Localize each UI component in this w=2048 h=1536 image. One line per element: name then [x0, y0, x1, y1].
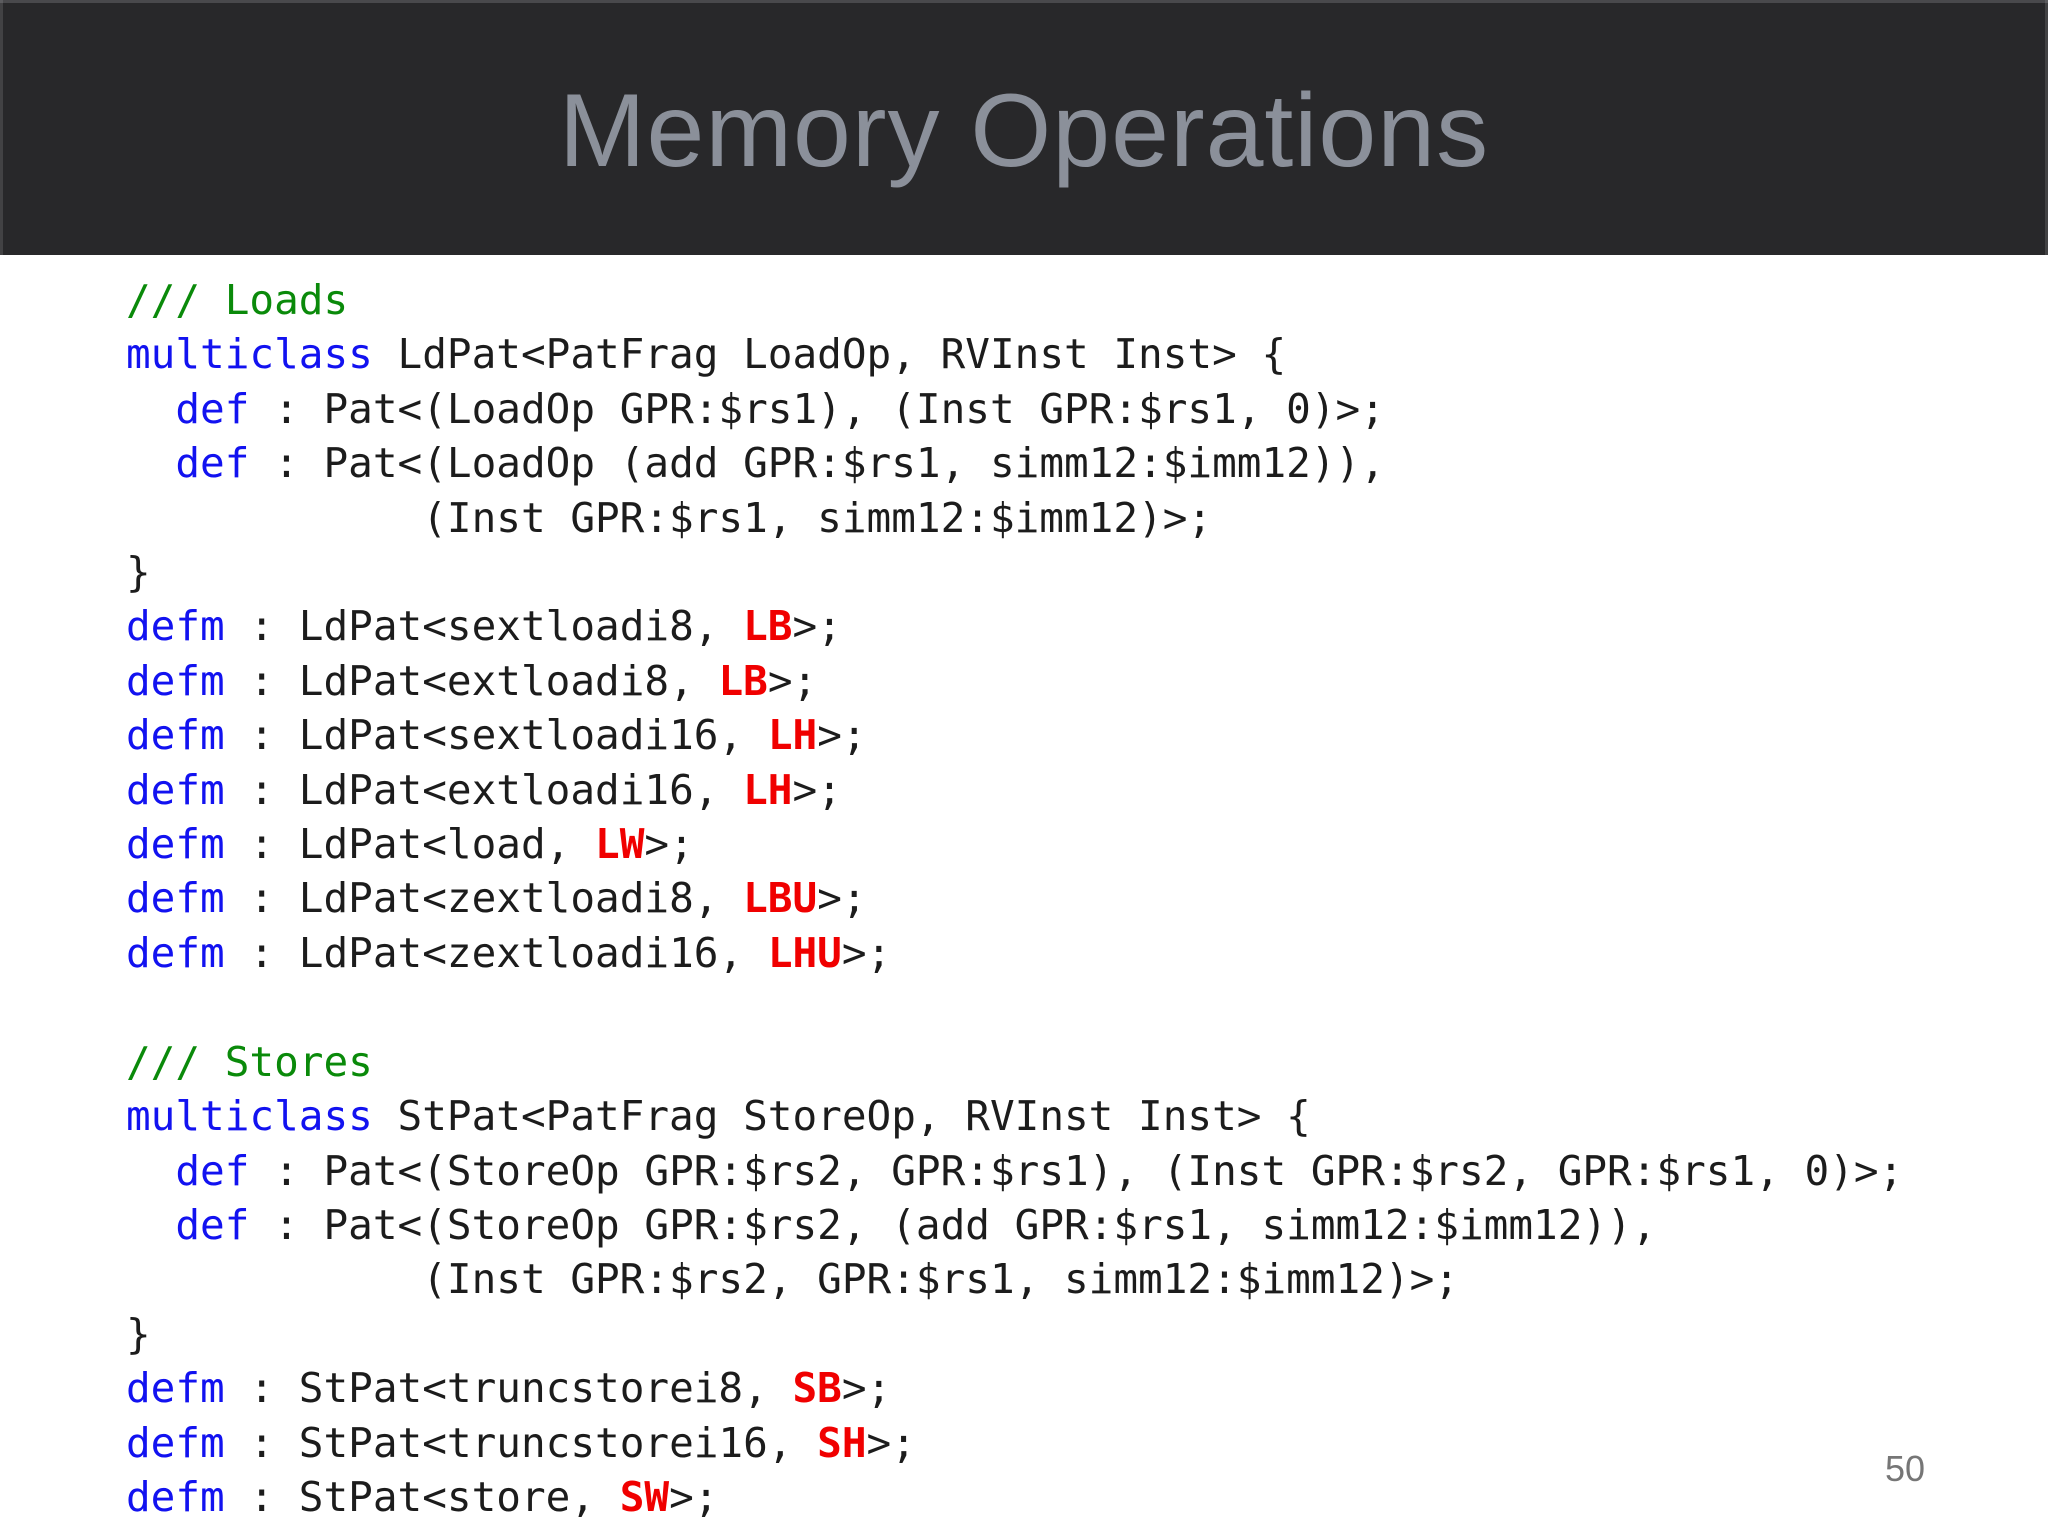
code-token-plain: StPat<PatFrag StoreOp, RVInst Inst> {	[372, 1092, 1311, 1141]
code-line: defm : StPat<store, SW>;	[126, 1470, 2048, 1524]
code-token-plain: : Pat<(StoreOp GPR:$rs2, (add GPR:$rs1, …	[249, 1200, 1657, 1249]
code-token-comment: /// Loads	[126, 276, 349, 324]
code-line: defm : LdPat<extloadi16, LH>;	[126, 763, 2048, 817]
code-line: defm : LdPat<sextloadi8, LB>;	[126, 599, 2048, 653]
code-line: multiclass LdPat<PatFrag LoadOp, RVInst …	[126, 327, 2048, 381]
code-line: defm : StPat<truncstorei8, SB>;	[126, 1361, 2048, 1415]
code-token-plain: >;	[644, 820, 694, 869]
code-token-keyword: defm	[126, 656, 225, 705]
code-token-keyword: defm	[126, 1472, 225, 1521]
slide-title: Memory Operations	[558, 72, 1490, 189]
code-token-plain: (Inst GPR:$rs1, simm12:$imm12)>;	[126, 493, 1213, 542]
code-token-plain: >;	[817, 874, 867, 923]
code-line: defm : LdPat<extloadi8, LB>;	[126, 654, 2048, 708]
code-token-plain: >;	[866, 1418, 916, 1467]
code-token-plain: : LdPat<load,	[224, 820, 596, 869]
code-token-plain: : LdPat<zextloadi16,	[224, 928, 768, 977]
code-token-instruction: SW	[619, 1472, 670, 1521]
code-token-plain: }	[126, 548, 151, 597]
code-token-instruction: SB	[792, 1364, 842, 1413]
code-token-keyword: def	[175, 439, 250, 488]
code-token-plain: >;	[817, 711, 867, 760]
code-line: }	[126, 1307, 2048, 1361]
code-line: def : Pat<(StoreOp GPR:$rs2, (add GPR:$r…	[126, 1198, 2048, 1252]
code-token-comment: /// Stores	[126, 1037, 373, 1086]
code-token-plain: }	[126, 1309, 151, 1358]
code-line: /// Stores	[126, 1035, 2048, 1089]
code-token-keyword: defm	[126, 928, 225, 977]
code-line: defm : LdPat<sextloadi16, LH>;	[126, 708, 2048, 762]
code-token-keyword: defm	[126, 1418, 225, 1467]
code-token-instruction: LHU	[767, 928, 842, 977]
code-line: }	[126, 545, 2048, 599]
code-token-plain: : Pat<(LoadOp GPR:$rs1), (Inst GPR:$rs1,…	[249, 384, 1385, 433]
code-line: defm : LdPat<zextloadi16, LHU>;	[126, 926, 2048, 980]
code-token-plain: : StPat<store,	[224, 1472, 620, 1521]
code-token-keyword: defm	[126, 820, 225, 869]
code-token-plain: LdPat<PatFrag LoadOp, RVInst Inst> {	[372, 330, 1287, 379]
code-token-plain: : StPat<truncstorei8,	[224, 1364, 793, 1413]
code-line: def : Pat<(LoadOp GPR:$rs1), (Inst GPR:$…	[126, 382, 2048, 436]
code-token-plain: : LdPat<sextloadi16,	[224, 711, 768, 760]
code-line: def : Pat<(LoadOp (add GPR:$rs1, simm12:…	[126, 436, 2048, 490]
code-line	[126, 980, 2048, 1034]
code-token-plain: (Inst GPR:$rs2, GPR:$rs1, simm12:$imm12)…	[126, 1255, 1459, 1304]
code-token-keyword: def	[175, 1146, 250, 1195]
code-token-plain: : LdPat<zextloadi8,	[224, 874, 744, 923]
code-token-instruction: LH	[767, 711, 818, 760]
code-token-instruction: LBU	[743, 874, 818, 923]
code-token-instruction: LB	[743, 602, 793, 651]
code-token-plain: : Pat<(LoadOp (add GPR:$rs1, simm12:$imm…	[249, 439, 1385, 488]
code-token-keyword: defm	[126, 711, 225, 760]
code-line: (Inst GPR:$rs1, simm12:$imm12)>;	[126, 491, 2048, 545]
code-line: /// Loads	[126, 273, 2048, 327]
code-token-keyword: defm	[126, 1364, 225, 1413]
code-token-plain: : Pat<(StoreOp GPR:$rs2, GPR:$rs1), (Ins…	[249, 1146, 1904, 1195]
code-token-plain	[126, 385, 175, 433]
code-line: defm : LdPat<load, LW>;	[126, 817, 2048, 871]
code-token-instruction: LW	[595, 820, 645, 869]
code-token-plain: >;	[792, 602, 842, 651]
code-token-keyword: multiclass	[126, 330, 373, 379]
code-token-plain: >;	[669, 1472, 719, 1521]
code-token-instruction: SH	[817, 1418, 867, 1467]
code-token-keyword: multiclass	[126, 1092, 373, 1141]
code-token-plain: : StPat<truncstorei16,	[224, 1418, 818, 1467]
code-token-plain	[126, 439, 175, 487]
code-token-plain	[126, 1147, 175, 1195]
code-token-keyword: defm	[126, 765, 225, 814]
code-line: multiclass StPat<PatFrag StoreOp, RVInst…	[126, 1089, 2048, 1143]
code-token-keyword: defm	[126, 602, 225, 651]
code-token-plain: : LdPat<sextloadi8,	[224, 602, 744, 651]
page-number: 50	[1884, 1448, 1925, 1489]
code-token-plain: >;	[792, 765, 842, 814]
code-token-keyword: defm	[126, 874, 225, 923]
code-token-keyword: def	[175, 1200, 250, 1249]
code-token-plain: >;	[841, 1364, 892, 1413]
code-token-instruction: LB	[718, 656, 768, 705]
code-token-plain	[126, 1201, 175, 1249]
code-line: def : Pat<(StoreOp GPR:$rs2, GPR:$rs1), …	[126, 1144, 2048, 1198]
code-line: (Inst GPR:$rs2, GPR:$rs1, simm12:$imm12)…	[126, 1252, 2048, 1306]
code-token-keyword: def	[175, 384, 250, 433]
code-token-plain: : LdPat<extloadi8,	[224, 656, 719, 705]
code-token-plain: : LdPat<extloadi16,	[224, 765, 744, 814]
code-token-plain: >;	[767, 656, 818, 705]
code-token-instruction: LH	[743, 765, 793, 814]
code-line: defm : LdPat<zextloadi8, LBU>;	[126, 871, 2048, 925]
slide-header: Memory Operations	[0, 0, 2048, 255]
code-token-plain: >;	[841, 928, 892, 977]
code-line: defm : StPat<truncstorei16, SH>;	[126, 1416, 2048, 1470]
